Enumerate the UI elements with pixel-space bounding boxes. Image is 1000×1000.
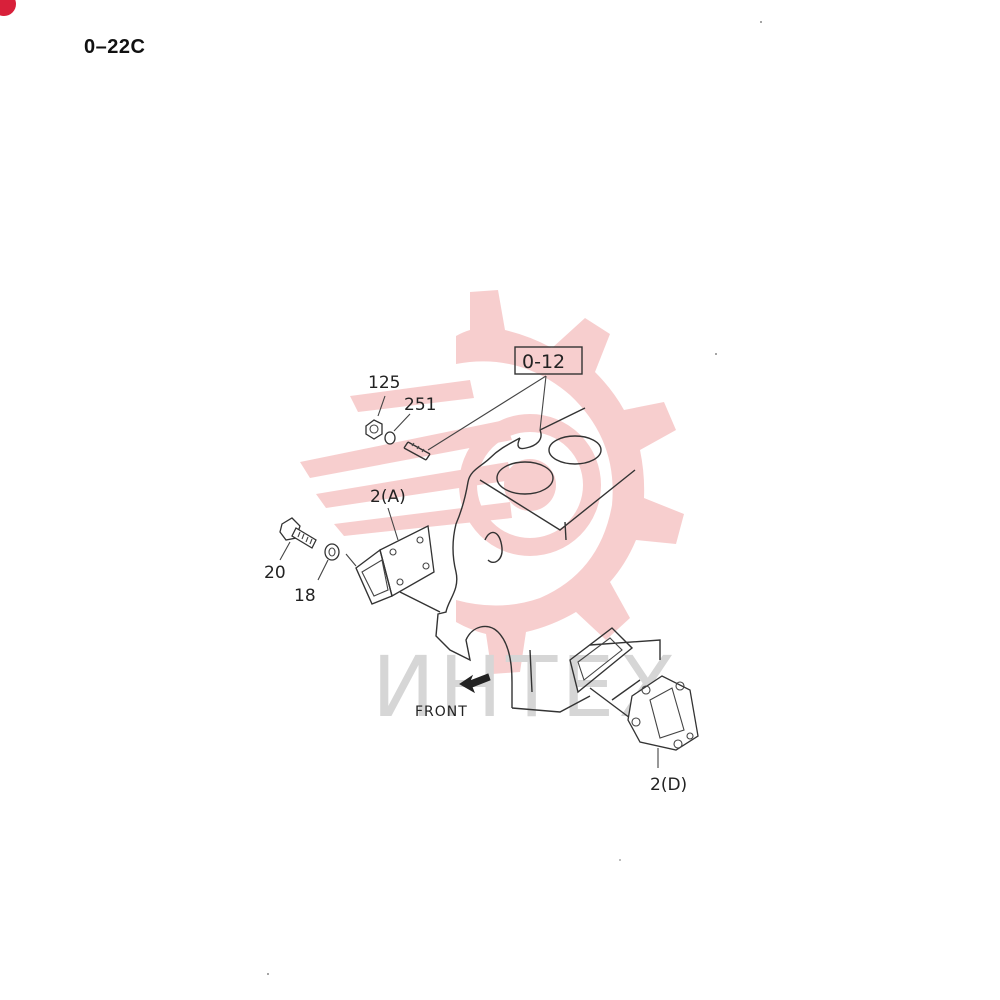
front-label: FRONT <box>415 704 468 720</box>
reference-box-label: 0-12 <box>522 351 565 373</box>
callout-125: 125 <box>368 373 400 393</box>
page-code: 0–22C <box>84 36 146 58</box>
front-direction-indicator: FRONT <box>415 673 491 720</box>
front-arrow-icon <box>459 673 491 694</box>
callout-20: 20 <box>264 563 286 583</box>
callout-2a: 2(A) <box>370 487 406 507</box>
corner-badge <box>0 0 16 16</box>
callout-18: 18 <box>294 586 316 606</box>
washer-251: 251 <box>384 395 436 445</box>
watermark-gear-shape <box>456 290 684 674</box>
stud-bolt <box>403 441 431 461</box>
callout-2d: 2(D) <box>650 775 687 795</box>
washer-18: 18 <box>294 543 340 606</box>
bracket-2d: 2(D) <box>627 675 699 795</box>
engine-block <box>399 407 661 719</box>
nut-125: 125 <box>365 373 400 440</box>
watermark-gear-logo: ИНТЕХ <box>300 290 684 736</box>
bolt-20: 20 <box>264 517 317 583</box>
callout-251: 251 <box>404 395 436 415</box>
reference-0-12: 0-12 <box>427 346 583 451</box>
bracket-2a: 2(A) <box>345 487 435 605</box>
